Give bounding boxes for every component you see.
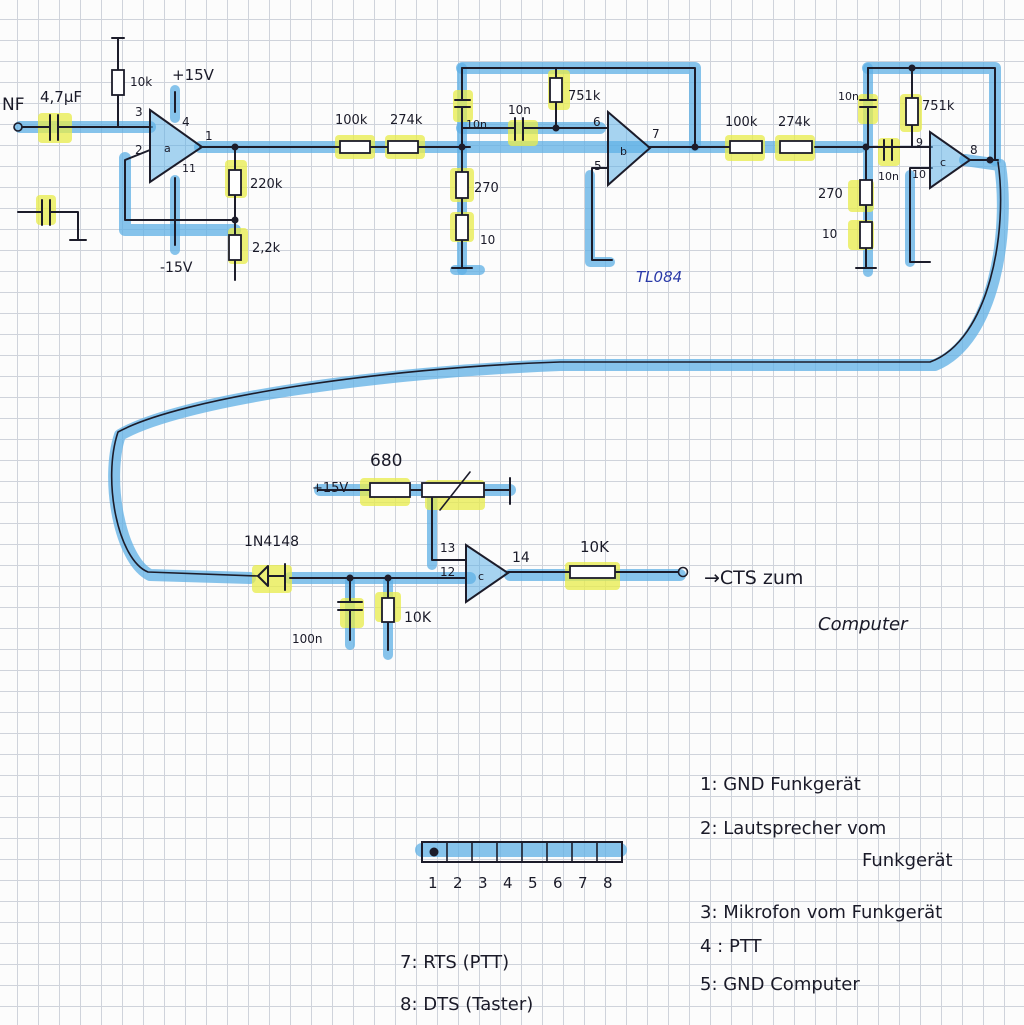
label-plus-supply-2: +15V — [312, 481, 348, 496]
resistor-10-b — [859, 221, 873, 249]
resistor-751k-a — [549, 77, 563, 103]
resistor-10k-c — [381, 597, 395, 623]
label-r-ground: 2,2k — [252, 241, 281, 256]
label-minus-supply: -15V — [160, 260, 193, 276]
opamp-a — [149, 108, 204, 184]
pinout-item-1: 1: GND Funkgerät — [700, 774, 861, 795]
svg-text:4: 4 — [182, 115, 190, 129]
svg-text:7: 7 — [652, 127, 660, 141]
svg-text:6: 6 — [553, 874, 563, 892]
pinout-legend: 1: GND Funkgerät 2: Lautsprecher vom Fun… — [400, 774, 953, 1015]
svg-text:b: b — [620, 145, 627, 158]
svg-text:a: a — [164, 142, 171, 155]
label-c-10n-b1: 10n — [838, 90, 859, 103]
pinout-item-8: 8: DTS (Taster) — [400, 994, 533, 1015]
resistor-680 — [369, 482, 411, 498]
svg-text:2: 2 — [135, 143, 143, 157]
label-r-10-a: 10 — [480, 233, 495, 247]
svg-text:12: 12 — [440, 565, 455, 579]
label-r-270-b: 270 — [818, 187, 843, 202]
resistor-10-a — [455, 214, 469, 241]
svg-text:4: 4 — [503, 874, 513, 892]
label-c-10n-b2: 10n — [878, 170, 899, 183]
resistor-10k-bias — [111, 69, 125, 96]
svg-text:2: 2 — [453, 874, 463, 892]
cts-terminal — [677, 566, 689, 578]
pinout-item-2b: Funkgerät — [862, 850, 953, 871]
svg-text:6: 6 — [593, 115, 601, 129]
label-r-100k-a: 100k — [335, 113, 368, 128]
label-r-751k-a: 751k — [568, 89, 601, 104]
label-input-cap: 4,7μF — [40, 88, 82, 106]
resistor-274k-a — [387, 140, 419, 154]
svg-text:1: 1 — [428, 874, 438, 892]
label-input: NF — [2, 95, 25, 115]
svg-text:8: 8 — [970, 143, 978, 157]
resistor-10k-out — [569, 565, 616, 579]
svg-text:7: 7 — [578, 874, 588, 892]
label-r-680: 680 — [370, 451, 402, 471]
svg-text:14: 14 — [512, 550, 530, 566]
comparator-d — [465, 543, 510, 604]
opamp-c — [929, 130, 972, 190]
pin-numbers: 3 2 4 1 11 a 6 5 7 b 9 10 8 c 13 12 14 c — [135, 105, 978, 583]
pinout-item-4: 4 : PTT — [700, 936, 762, 957]
label-r-bias: 10k — [130, 75, 152, 89]
svg-text:13: 13 — [440, 541, 455, 555]
connector-db8 — [421, 841, 623, 863]
wiring — [13, 37, 1002, 651]
label-plus-supply-1: +15V — [172, 66, 215, 84]
pinout-item-5: 5: GND Computer — [700, 974, 860, 995]
resistor-274k-b — [779, 140, 813, 154]
svg-text:5: 5 — [528, 874, 538, 892]
resistor-100k-b — [729, 140, 763, 154]
label-r-274k-a: 274k — [390, 113, 423, 128]
resistor-270-a — [455, 171, 469, 199]
resistor-220k — [228, 169, 242, 196]
opamp-b — [607, 109, 652, 188]
pinout-item-7: 7: RTS (PTT) — [400, 952, 509, 973]
label-r-feedback: 220k — [250, 177, 283, 192]
svg-text:3: 3 — [135, 105, 143, 119]
label-r-10k-c: 10K — [404, 610, 432, 626]
svg-text:10: 10 — [912, 168, 926, 181]
label-cts-line1: →CTS zum — [704, 567, 803, 589]
label-r-10-b: 10 — [822, 227, 837, 241]
label-r-10k-out: 10K — [580, 538, 610, 556]
svg-text:3: 3 — [478, 874, 488, 892]
svg-text:1: 1 — [205, 129, 213, 143]
resistor-100k-a — [339, 140, 371, 154]
pinout-item-2a: 2: Lautsprecher vom — [700, 818, 886, 839]
components — [111, 69, 972, 863]
svg-text:c: c — [940, 156, 946, 169]
label-r-751k-b: 751k — [922, 99, 955, 114]
svg-text:8: 8 — [603, 874, 613, 892]
label-c-100n: 100n — [292, 632, 323, 646]
component-labels: NF 4,7μF 10k +15V -15V 220k 2,2k 100k 27… — [2, 66, 955, 646]
label-r-274k-b: 274k — [778, 115, 811, 130]
label-c-10n-a1: 10n — [466, 118, 487, 131]
svg-text:c: c — [478, 570, 484, 583]
pinout-item-3: 3: Mikrofon vom Funkgerät — [700, 902, 942, 923]
svg-text:11: 11 — [182, 162, 196, 175]
potentiometer — [421, 482, 485, 498]
label-chip: TL084 — [636, 268, 682, 286]
label-r-270-a: 270 — [474, 181, 499, 196]
label-r-100k-b: 100k — [725, 115, 758, 130]
resistor-751k-b — [905, 97, 919, 126]
label-c-10n-a2: 10n — [508, 103, 531, 117]
resistor-270-b — [859, 179, 873, 206]
svg-text:9: 9 — [916, 136, 923, 149]
svg-text:5: 5 — [594, 159, 602, 173]
resistor-2-2k — [228, 234, 242, 261]
label-cts-line2: Computer — [818, 614, 909, 635]
label-diode: 1N4148 — [244, 534, 299, 550]
connector-pin-labels: 1 2 3 4 5 6 7 8 — [428, 874, 613, 892]
